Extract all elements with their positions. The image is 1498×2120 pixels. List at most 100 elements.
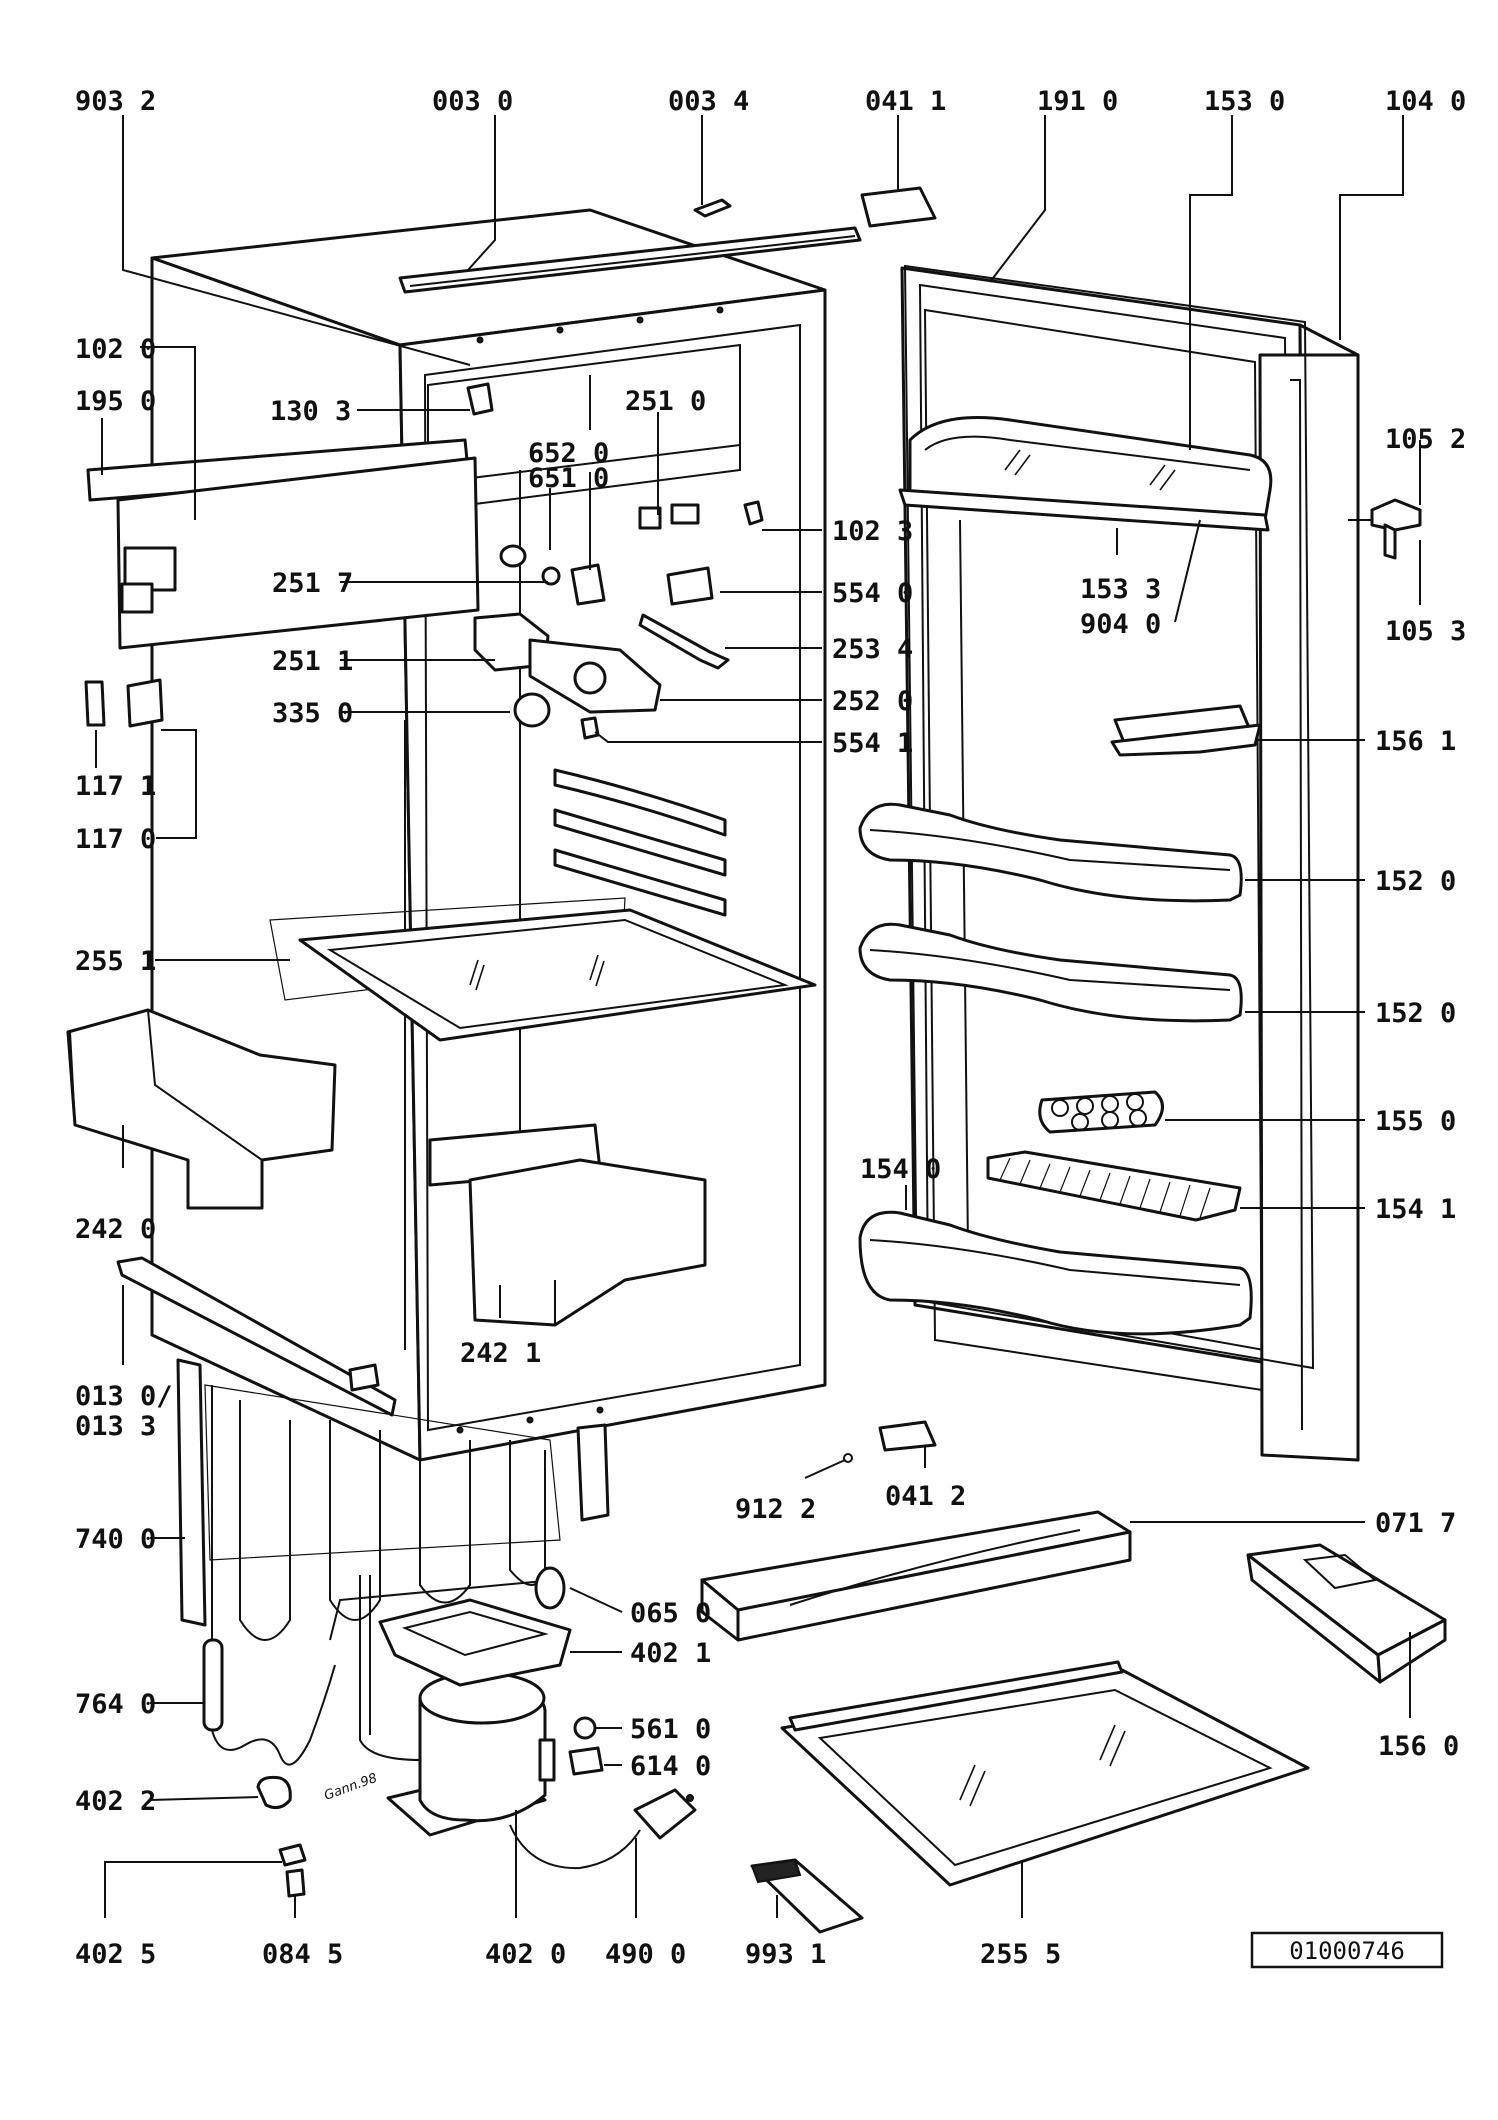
label-1561: 156 1 <box>1375 726 1456 757</box>
label-5541: 554 1 <box>832 728 913 759</box>
overload-6140 <box>568 1746 604 1776</box>
top-trim-strip <box>398 226 862 294</box>
label-6140: 614 0 <box>630 1751 711 1782</box>
label-1303: 130 3 <box>270 396 351 427</box>
defrost-scraper <box>750 1858 864 1934</box>
label-0034: 003 4 <box>668 86 749 117</box>
label-1052: 105 2 <box>1385 424 1466 455</box>
label-2420: 242 0 <box>75 1214 156 1245</box>
lamp-housing <box>473 612 662 740</box>
drip-tray <box>378 1598 572 1687</box>
label-5540: 554 0 <box>832 578 913 609</box>
label-1171: 117 1 <box>75 771 156 802</box>
door-bin-upper <box>858 802 1243 903</box>
label-1170: 117 0 <box>75 824 156 855</box>
relay-5610 <box>573 1716 597 1740</box>
door-bin-middle <box>858 922 1243 1023</box>
label-4022: 402 2 <box>75 1786 156 1817</box>
crisper-drawer-large <box>66 1008 337 1210</box>
label-6520: 652 0 <box>528 438 609 469</box>
label-0650: 065 0 <box>630 1598 711 1629</box>
label-0411: 041 1 <box>865 86 946 117</box>
label-7400: 740 0 <box>75 1524 156 1555</box>
side-cap-1171 <box>84 680 106 727</box>
egg-tray <box>1038 1090 1164 1134</box>
glass-shelf <box>269 897 817 1042</box>
light-cover <box>466 382 494 416</box>
part-labels: 903 2 003 0 003 4 041 1 191 0 153 0 104 … <box>75 86 1466 1970</box>
label-6510: 651 0 <box>528 463 609 494</box>
clip-0034 <box>693 198 732 218</box>
label-2555: 255 5 <box>980 1939 1061 1970</box>
label-0845: 084 5 <box>262 1939 343 1970</box>
grommet-0650 <box>534 1566 566 1610</box>
leader-lines <box>95 115 1421 1918</box>
label-2510: 251 0 <box>625 386 706 417</box>
kickplate <box>700 1510 1132 1642</box>
fridge-door <box>900 266 1360 1462</box>
label-1023: 102 3 <box>832 516 913 547</box>
signature: Gann.98 <box>322 1771 379 1804</box>
condenser <box>176 1358 610 1641</box>
reference-number: 01000746 <box>1289 1937 1405 1965</box>
label-1530: 153 0 <box>1204 86 1285 117</box>
base-grille-rail <box>116 1256 397 1417</box>
label-1533: 153 3 <box>1080 574 1161 605</box>
bottom-hinge <box>878 1420 937 1452</box>
label-1520a: 152 0 <box>1375 866 1456 897</box>
clip-4025 <box>278 1843 307 1867</box>
label-9032: 903 2 <box>75 86 156 117</box>
compressor <box>359 1575 556 1837</box>
label-9122: 912 2 <box>735 1494 816 1525</box>
label-4020: 402 0 <box>485 1939 566 1970</box>
bottom-glass-shelf <box>780 1660 1310 1887</box>
label-3350: 335 0 <box>272 698 353 729</box>
label-1040: 104 0 <box>1385 86 1466 117</box>
label-2511: 251 1 <box>272 646 353 677</box>
label-4900: 490 0 <box>605 1939 686 1970</box>
label-0412: 041 2 <box>885 1481 966 1512</box>
control-panel <box>86 438 480 650</box>
label-1540: 154 0 <box>860 1154 941 1185</box>
reference-box: 01000746 <box>1250 1931 1444 1969</box>
thermostat-assembly <box>499 500 764 670</box>
thermostat-sensor <box>202 1385 556 1766</box>
label-2517: 251 7 <box>272 568 353 599</box>
label-2520: 252 0 <box>832 686 913 717</box>
label-2551: 255 1 <box>75 946 156 977</box>
bottle-rack <box>986 1150 1242 1222</box>
door-bin-lower <box>858 1210 1253 1336</box>
label-0130: 013 0/ <box>75 1381 173 1412</box>
label-9040: 904 0 <box>1080 609 1161 640</box>
dairy-compartment <box>898 416 1273 532</box>
label-0030: 003 0 <box>432 86 513 117</box>
side-cap-1170 <box>126 678 164 728</box>
label-5610: 561 0 <box>630 1714 711 1745</box>
label-2534: 253 4 <box>832 634 913 665</box>
label-7640: 764 0 <box>75 1689 156 1720</box>
label-1950: 195 0 <box>75 386 156 417</box>
butter-dish <box>1110 704 1262 757</box>
foot-4022 <box>256 1775 292 1810</box>
label-1560: 156 0 <box>1378 1731 1459 1762</box>
screw-0845 <box>285 1868 306 1898</box>
power-cord <box>509 1788 697 1870</box>
label-1910: 191 0 <box>1037 86 1118 117</box>
crisper-drawer-small <box>428 1123 707 1327</box>
label-1550: 155 0 <box>1375 1106 1456 1137</box>
label-1541: 154 1 <box>1375 1194 1456 1225</box>
label-1053: 105 3 <box>1385 616 1466 647</box>
label-4021: 402 1 <box>630 1638 711 1669</box>
label-0133: 013 3 <box>75 1411 156 1442</box>
label-4025: 402 5 <box>75 1939 156 1970</box>
screw-9122 <box>843 1453 853 1463</box>
ice-cube-tray <box>1246 1543 1447 1684</box>
top-hinge <box>860 186 937 228</box>
label-2421: 242 1 <box>460 1338 541 1369</box>
label-0717: 071 7 <box>1375 1508 1456 1539</box>
label-1020: 102 0 <box>75 334 156 365</box>
door-hinge <box>1348 498 1422 560</box>
label-9931: 993 1 <box>745 1939 826 1970</box>
label-1520b: 152 0 <box>1375 998 1456 1029</box>
